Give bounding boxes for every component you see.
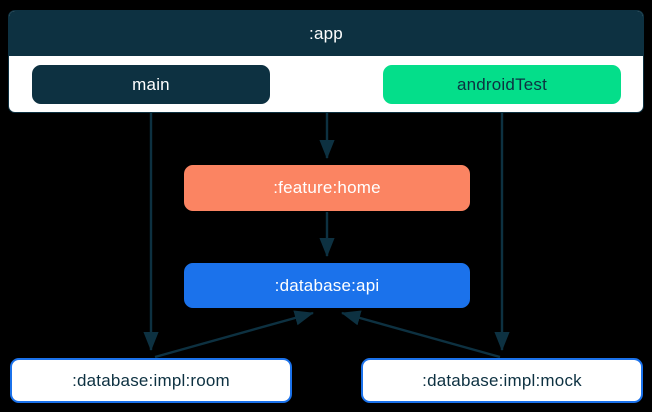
node-androidtest-label: androidTest — [456, 74, 548, 94]
edge-database-impl-mock-to-database-api — [341, 310, 501, 359]
node-database-impl-room-label: :database:impl:room — [72, 370, 230, 390]
node-database-impl-room[interactable]: :database:impl:room — [10, 358, 292, 403]
node-androidtest[interactable]: androidTest — [383, 65, 621, 104]
node-main-label: main — [132, 74, 170, 94]
node-database-api-label: :database:api — [274, 275, 380, 295]
edge-database-impl-room-to-database-api — [154, 310, 314, 359]
node-feature-home-label: :feature:home — [273, 178, 381, 197]
node-database-api[interactable]: :database:api — [184, 263, 470, 308]
cluster-app-label: :app — [9, 11, 643, 56]
node-database-impl-mock-label: :database:impl:mock — [422, 370, 582, 390]
node-main[interactable]: main — [32, 65, 270, 104]
node-database-impl-mock[interactable]: :database:impl:mock — [361, 358, 643, 403]
node-feature-home[interactable]: :feature:home — [184, 165, 470, 211]
